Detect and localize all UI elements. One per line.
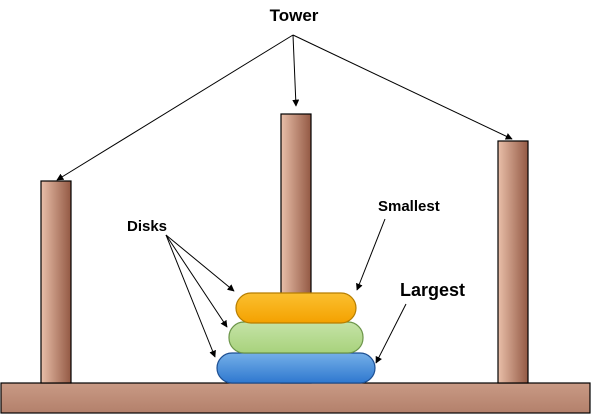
- base-platform: [0, 382, 591, 414]
- disk-smallest: [235, 292, 357, 324]
- label-disks: Disks: [127, 218, 167, 235]
- arrow-tower-left: [56, 34, 294, 181]
- arrow-disks-medium: [165, 234, 228, 328]
- arrow-tower-middle: [292, 34, 300, 107]
- tower-right: [497, 140, 529, 384]
- tower-left: [40, 180, 72, 384]
- arrow-disks-smallest: [165, 234, 235, 292]
- disk-medium: [228, 321, 364, 354]
- label-smallest: Smallest: [378, 198, 440, 215]
- label-tower: Tower: [270, 6, 319, 25]
- arrow-smallest: [356, 218, 386, 291]
- arrow-tower-right: [292, 34, 513, 140]
- arrow-disks-largest: [165, 234, 216, 358]
- disk-largest: [216, 352, 376, 384]
- label-largest: Largest: [400, 280, 465, 300]
- arrow-largest: [375, 303, 407, 364]
